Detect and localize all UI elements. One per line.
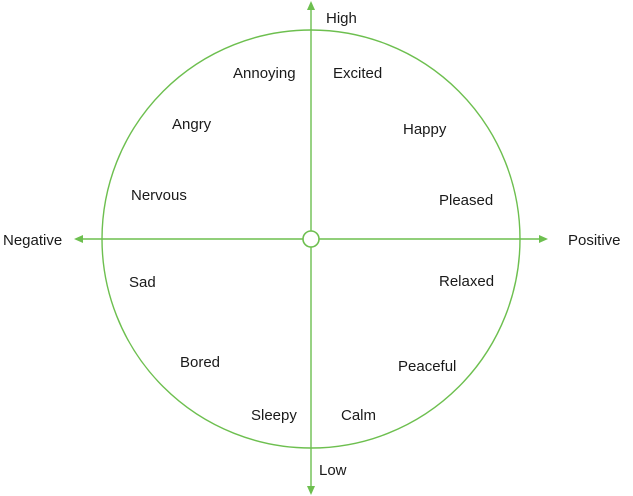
emotion-label-peaceful: Peaceful (398, 358, 456, 375)
emotion-label-nervous: Nervous (131, 187, 187, 204)
emotion-label-happy: Happy (403, 121, 447, 138)
emotion-label-excited: Excited (333, 65, 382, 82)
origin-marker (302, 230, 320, 248)
emotion-label-pleased: Pleased (439, 192, 493, 209)
emotion-label-sad: Sad (129, 274, 156, 291)
emotion-label-sleepy: Sleepy (251, 407, 297, 424)
axis-label-high: High (326, 10, 357, 27)
axis-label-low: Low (319, 462, 347, 479)
emotion-label-annoying: Annoying (233, 65, 296, 82)
emotion-label-bored: Bored (180, 354, 220, 371)
emotion-label-calm: Calm (341, 407, 376, 424)
right-arrow-icon (539, 235, 548, 243)
down-arrow-icon (307, 486, 315, 495)
axis-label-negative: Negative (3, 232, 62, 249)
left-arrow-icon (74, 235, 83, 243)
axis-label-positive: Positive (568, 232, 621, 249)
up-arrow-icon (307, 1, 315, 10)
emotion-label-relaxed: Relaxed (439, 273, 494, 290)
emotion-label-angry: Angry (172, 116, 212, 133)
